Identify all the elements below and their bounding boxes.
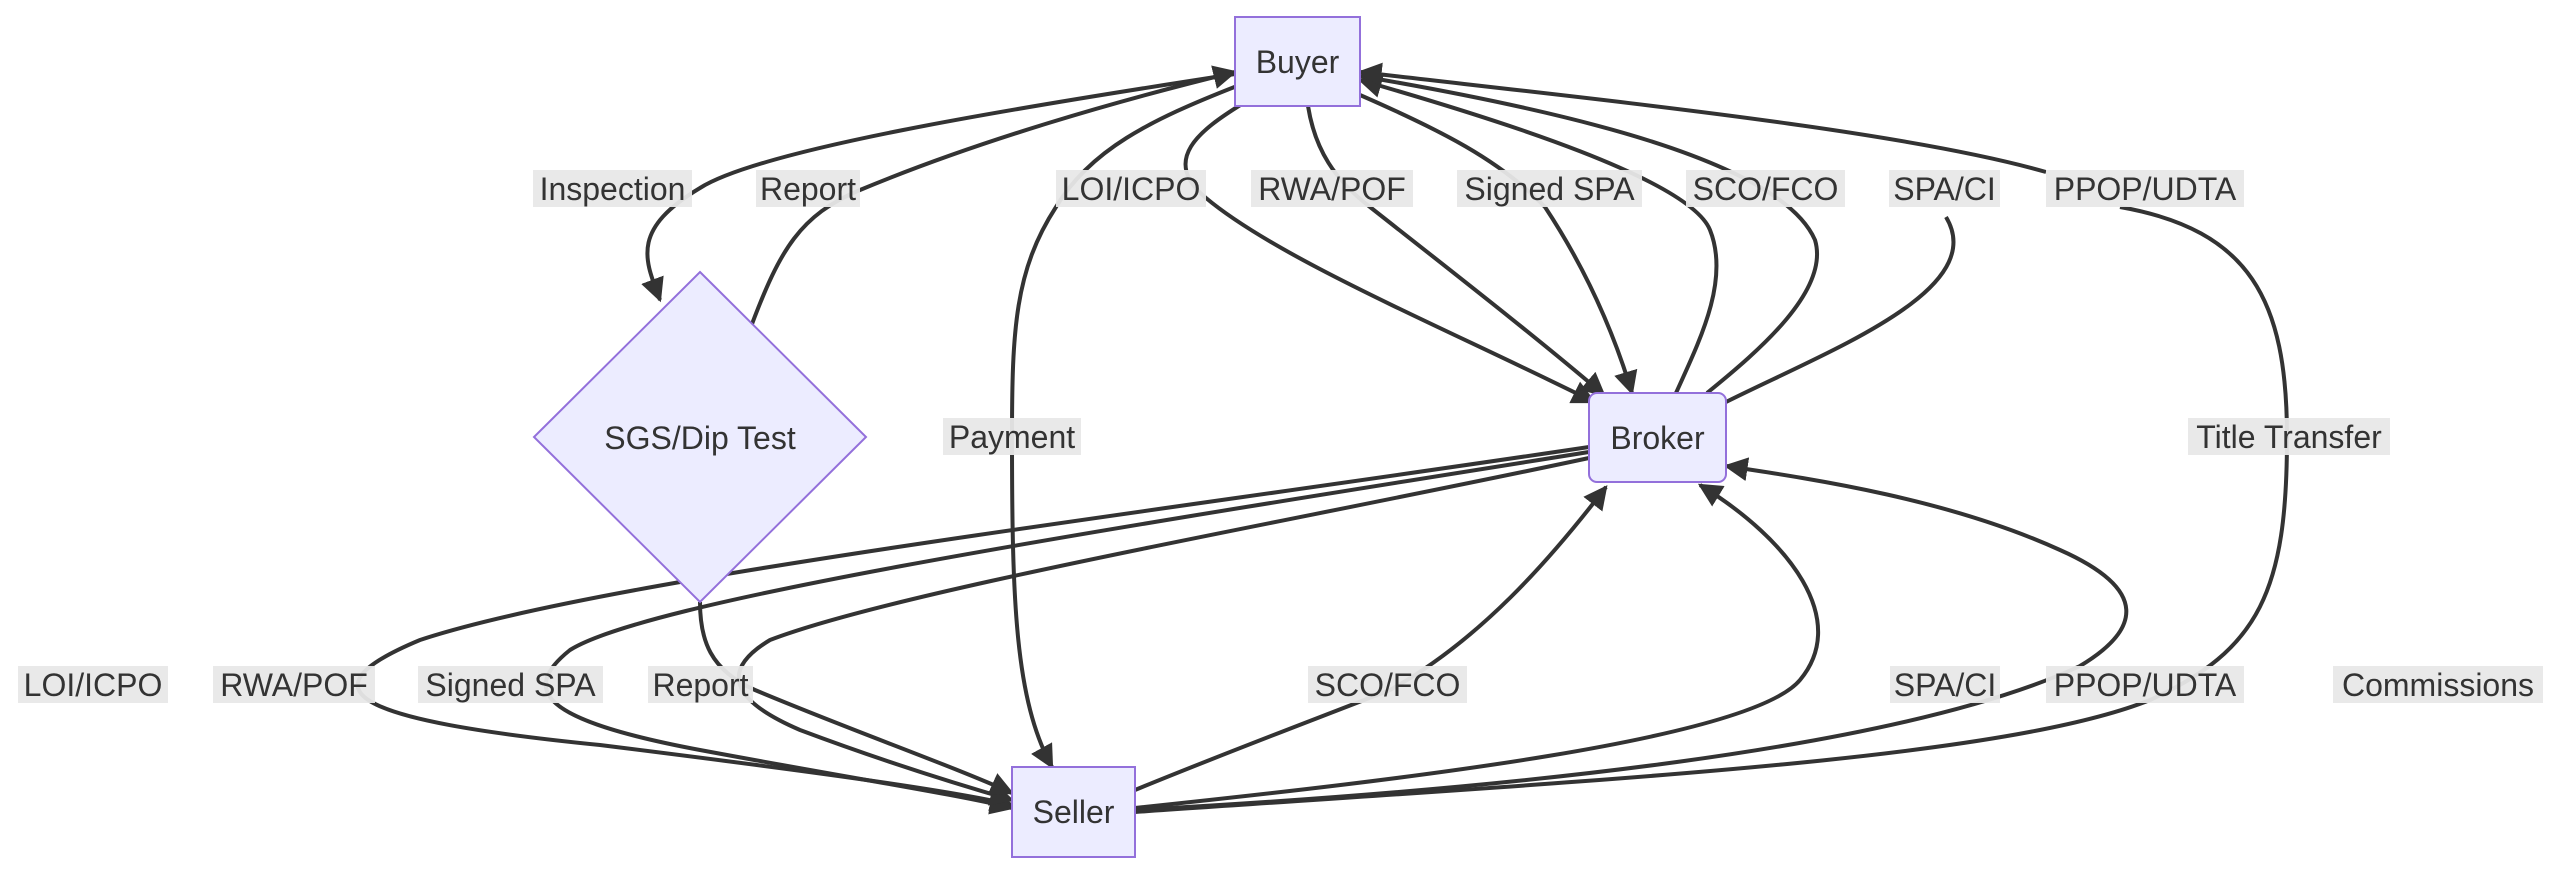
- edge-broker-to-seller-signed-spa: [736, 456, 1590, 806]
- edge-label-text: Signed SPA: [425, 667, 596, 703]
- edge-label-sgs-to-buyer-report: Report: [756, 170, 860, 207]
- edge-label-background: [18, 666, 168, 703]
- edge-label-text: Signed SPA: [1464, 171, 1635, 207]
- edge-seller-to-broker-spa-ci: [1134, 483, 1821, 810]
- edge-label-background: [1889, 170, 2000, 207]
- edge-label-broker-to-buyer-ppop-udta: PPOP/UDTA: [2046, 170, 2244, 207]
- edge-label-text: Report: [760, 171, 856, 207]
- edge-buyer-to-sgs-inspection: [641, 72, 1236, 303]
- edge-label-text: Report: [652, 667, 748, 703]
- node-seller-label: Seller: [1033, 794, 1115, 830]
- edge-label-background: [756, 170, 860, 207]
- edge-label-text: Title Transfer: [2196, 419, 2382, 455]
- node-sgs-dip-test[interactable]: SGS/Dip Test: [532, 270, 868, 604]
- edge-label-background: [2046, 666, 2244, 703]
- edge-label-background: [418, 666, 603, 703]
- edge-broker-to-buyer-ppop-udta: [1357, 62, 2047, 174]
- edge-label-background: [2188, 418, 2390, 455]
- node-sgs-label: SGS/Dip Test: [604, 420, 796, 456]
- edge-buyer-to-broker-signed-spa: [1359, 93, 1638, 396]
- node-seller[interactable]: Seller: [1011, 766, 1136, 858]
- edge-label-background: [1686, 170, 1845, 207]
- edges-layer: [355, 62, 2290, 815]
- edge-label-buyer-to-broker-rwa-pof: RWA/POF: [1251, 170, 1413, 207]
- edge-label-background: [1308, 666, 1467, 703]
- edge-buyer-to-broker-loi-icpo: [1183, 102, 1597, 404]
- edge-label-text: Commissions: [2342, 667, 2534, 703]
- edge-label-text: RWA/POF: [1258, 171, 1406, 207]
- edge-label-buyer-to-sgs-inspection: Inspection: [533, 170, 692, 207]
- edge-sgs-to-seller-report: [698, 601, 1015, 796]
- edge-label-text: LOI/ICPO: [24, 667, 163, 703]
- edge-broker-to-seller-rwa-pof: [543, 450, 1590, 815]
- edge-seller-to-broker-sco-fco: [1134, 485, 1608, 792]
- edge-broker-to-seller-loi-icpo: [355, 445, 1590, 812]
- edge-label-text: SCO/FCO: [1693, 171, 1839, 207]
- edge-label-background: [1056, 170, 1206, 207]
- edge-label-broker-to-seller-signed-spa: Signed SPA: [418, 666, 603, 703]
- edge-label-seller-to-broker-spa-ci: SPA/CI: [1890, 666, 2000, 703]
- node-broker-label: Broker: [1610, 420, 1705, 456]
- edge-label-buyer-to-seller-payment: Payment: [943, 418, 1081, 455]
- edge-label-background: [213, 666, 375, 703]
- edge-label-seller-to-broker-ppop-udta: PPOP/UDTA: [2046, 666, 2244, 703]
- edge-label-background: [943, 418, 1081, 455]
- edge-label-text: SCO/FCO: [1315, 667, 1461, 703]
- nodes-layer: Buyer Broker SGS/Dip Test Seller: [532, 16, 1727, 858]
- edge-seller-to-broker-ppop-udta: [1134, 457, 2129, 812]
- edge-label-background: [2333, 666, 2543, 703]
- edge-label-text: RWA/POF: [220, 667, 368, 703]
- edge-sgs-to-buyer-report: [750, 65, 1238, 325]
- edge-label-broker-to-buyer-sco-fco: SCO/FCO: [1686, 170, 1845, 207]
- edge-broker-to-buyer-spa-ci: [1359, 74, 1819, 395]
- edge-broker-to-buyer-spa-ci-segment: [1725, 215, 1956, 404]
- node-broker[interactable]: Broker: [1588, 392, 1727, 483]
- edge-label-text: SPA/CI: [1893, 171, 1996, 207]
- edge-label-seller-to-buyer-title-transfer: Title Transfer: [2188, 418, 2390, 455]
- edge-buyer-to-broker-rwa-pof: [1306, 105, 1606, 397]
- edge-label-seller-to-broker-sco-fco: SCO/FCO: [1308, 666, 1467, 703]
- edge-label-background: [533, 170, 692, 207]
- edge-label-text: SPA/CI: [1894, 667, 1997, 703]
- edge-label-broker-to-seller-loi-icpo: LOI/ICPO: [18, 666, 168, 703]
- node-buyer-label: Buyer: [1256, 44, 1340, 80]
- edge-label-text: Inspection: [540, 171, 686, 207]
- edge-label-text: Payment: [949, 419, 1075, 455]
- edge-label-background: [1457, 170, 1642, 207]
- edge-label-buyer-to-broker-loi-icpo: LOI/ICPO: [1056, 170, 1206, 207]
- edge-label-broker-to-buyer-spa-ci: SPA/CI: [1889, 170, 2000, 207]
- edge-label-background: [648, 666, 753, 703]
- edge-label-background: [2046, 170, 2244, 207]
- edge-label-buyer-to-broker-signed-spa: Signed SPA: [1457, 170, 1642, 207]
- edge-label-broker-to-seller-rwa-pof: RWA/POF: [213, 666, 375, 703]
- edge-buyer-to-seller-payment: [1009, 84, 1238, 770]
- edge-broker-to-buyer-sco-fco: [1357, 74, 1719, 394]
- edge-label-text: PPOP/UDTA: [2054, 667, 2237, 703]
- edge-label-text: PPOP/UDTA: [2054, 171, 2237, 207]
- edge-label-background: [1890, 666, 2000, 703]
- edge-label-broker-to-seller-commissions: Commissions: [2333, 666, 2543, 703]
- edge-label-text: LOI/ICPO: [1062, 171, 1201, 207]
- edge-label-sgs-to-seller-report: Report: [648, 666, 753, 703]
- node-buyer[interactable]: Buyer: [1234, 16, 1361, 107]
- edge-label-background: [1251, 170, 1413, 207]
